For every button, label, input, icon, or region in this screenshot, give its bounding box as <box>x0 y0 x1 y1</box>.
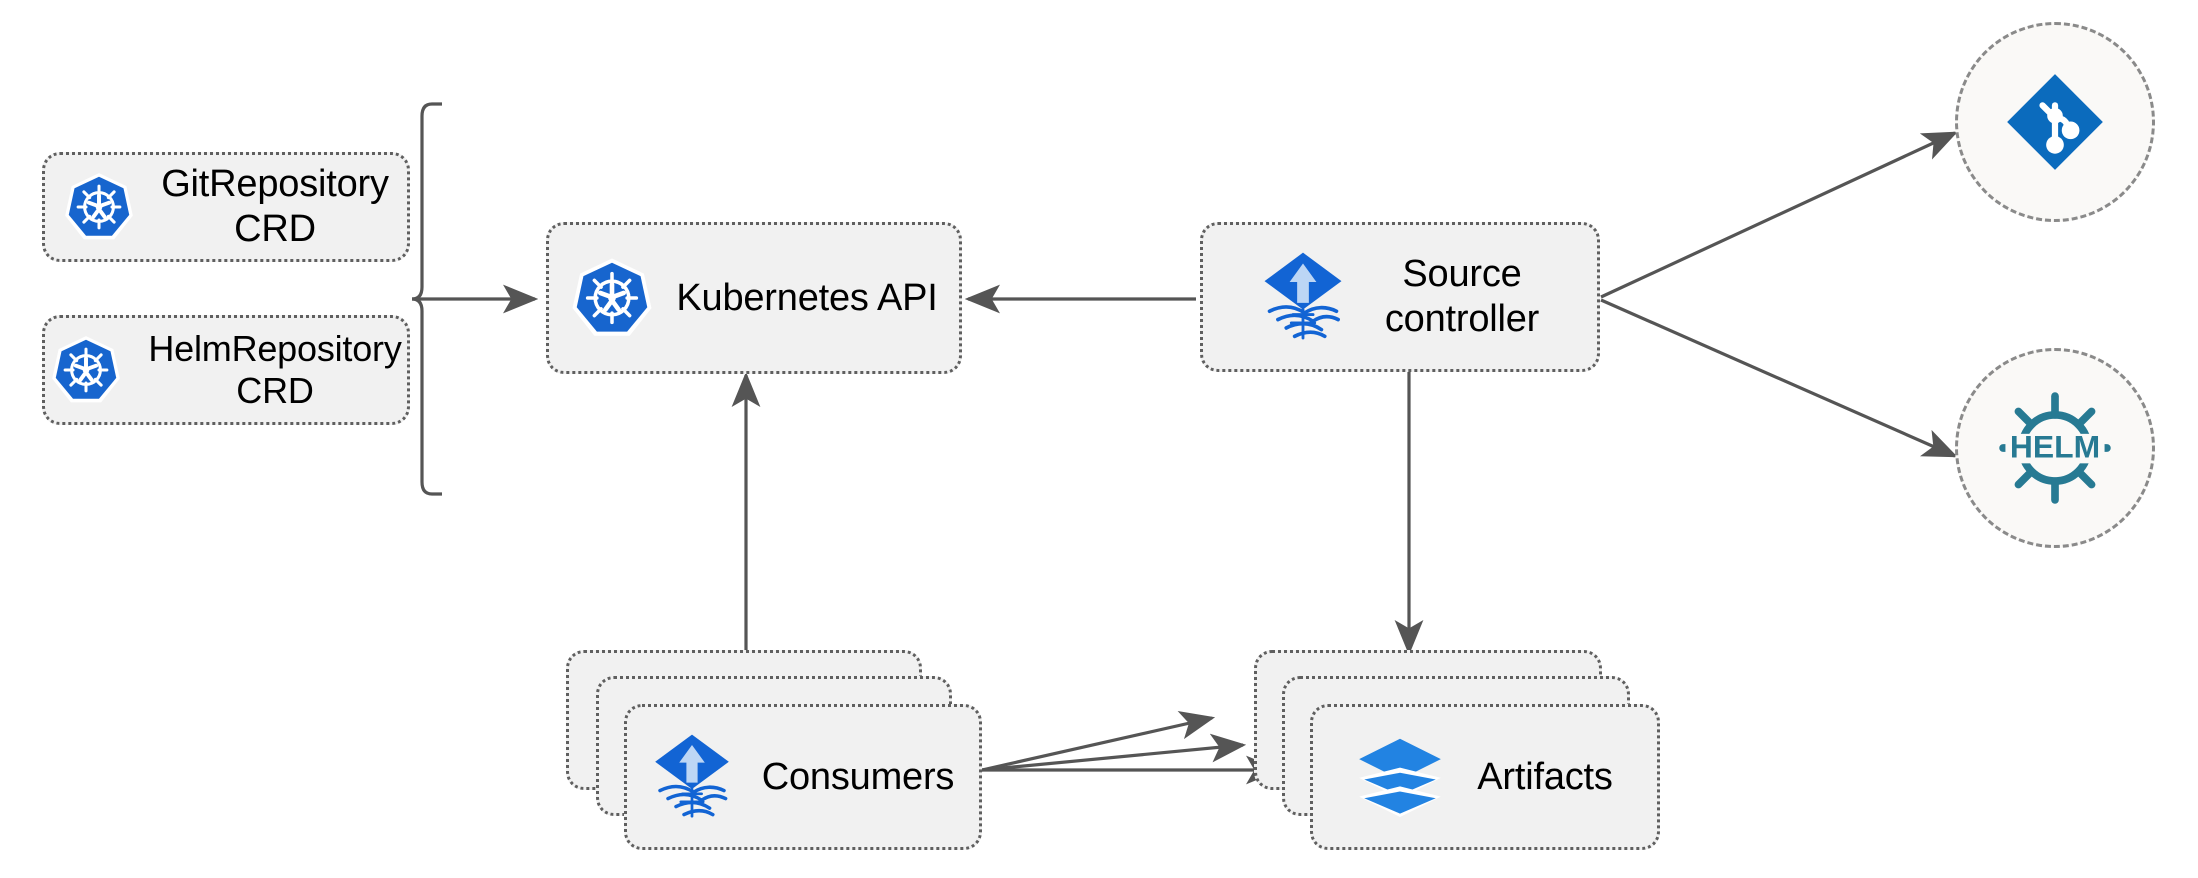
kubernetes-icon <box>570 256 654 340</box>
node-helm[interactable]: HELM <box>1955 348 2155 548</box>
edge-consumers-to-artifacts-top <box>981 711 1216 772</box>
node-git[interactable] <box>1955 22 2155 222</box>
edge-source-controller-to-git <box>1600 131 1958 299</box>
helm-icon: HELM <box>1996 389 2114 507</box>
node-label: Kubernetes API <box>676 276 938 319</box>
edge-consumers-to-artifacts-middle <box>981 733 1247 772</box>
git-icon <box>2003 70 2107 174</box>
edge-source-controller-to-helm <box>1600 298 1958 458</box>
flux-icon <box>1261 251 1345 343</box>
layers-icon <box>1357 737 1443 817</box>
node-helm-repository-crd[interactable]: HelmRepository CRD <box>42 315 410 425</box>
flux-icon <box>652 733 732 821</box>
node-source-controller[interactable]: Source controller <box>1200 222 1600 372</box>
node-consumers[interactable]: Consumers <box>566 650 982 850</box>
node-git-repository-crd[interactable]: GitRepository CRD <box>42 152 410 262</box>
node-label: Consumers <box>761 755 955 798</box>
artifacts-card-front[interactable]: Artifacts <box>1310 704 1660 850</box>
node-label: Artifacts <box>1477 755 1613 798</box>
kubernetes-icon <box>63 171 135 243</box>
node-label: Source controller <box>1384 253 1540 340</box>
consumers-card-front[interactable]: Consumers <box>624 704 982 850</box>
node-kubernetes-api[interactable]: Kubernetes API <box>546 222 962 374</box>
node-label: HelmRepository CRD <box>148 327 402 411</box>
crd-group-bracket <box>411 102 442 496</box>
helm-wordmark: HELM <box>2010 428 2100 464</box>
node-artifacts[interactable]: Artifacts <box>1254 650 1670 850</box>
kubernetes-icon <box>50 334 122 406</box>
node-label: GitRepository CRD <box>161 163 389 250</box>
